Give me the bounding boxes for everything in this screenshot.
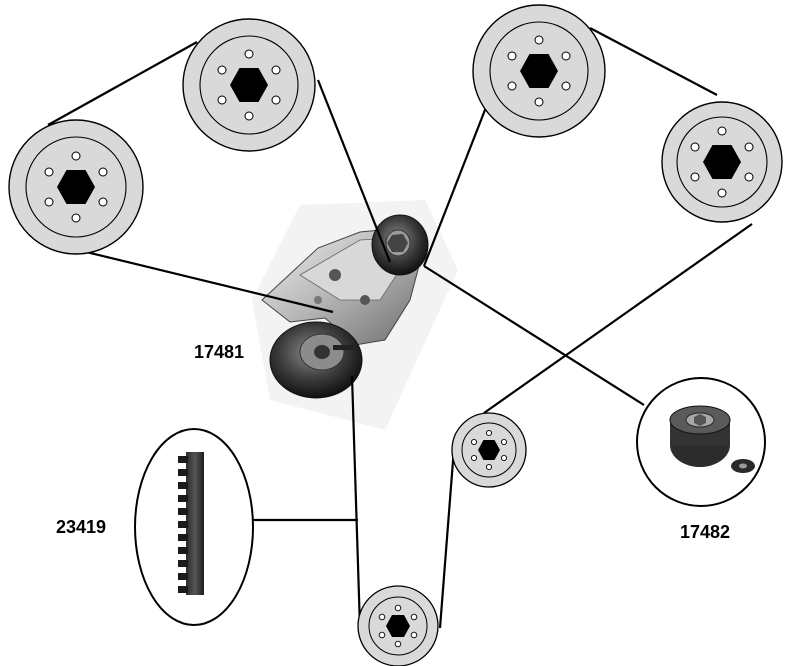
crank-pulley-left [8, 119, 144, 255]
belt-path [47, 27, 753, 629]
timing-belt-photo [178, 452, 204, 595]
belt-segment [316, 79, 392, 263]
idler-inset [636, 377, 766, 507]
belt-segment [422, 91, 494, 267]
belt-segment [438, 447, 456, 629]
water-pump-pulley [451, 412, 527, 488]
belt-part-number: 23419 [56, 517, 107, 537]
belt-segment [423, 265, 645, 406]
belt-segment [47, 41, 198, 126]
hexagon-hub-icon [386, 615, 410, 637]
belt-segment [589, 27, 718, 96]
camshaft-pulley-2 [472, 4, 606, 138]
idler-pulley-photo [669, 405, 755, 473]
belt-segment [483, 223, 753, 414]
camshaft-pulley-3 [661, 101, 783, 223]
idler-part-number: 17482 [680, 522, 731, 542]
hexagon-hub-icon [478, 440, 500, 460]
hexagon-hub-icon [230, 68, 268, 102]
crankshaft-pulley [357, 585, 439, 666]
hexagon-hub-icon [520, 54, 558, 88]
belt-segment [350, 375, 362, 629]
tensioner-part-number: 17481 [194, 342, 245, 362]
hexagon-hub-icon [57, 170, 95, 204]
camshaft-pulley-1 [182, 18, 316, 152]
belt-inset [134, 428, 254, 626]
hexagon-hub-icon [703, 145, 741, 179]
belt-segment [77, 248, 334, 314]
tensioner-photo [252, 200, 458, 430]
